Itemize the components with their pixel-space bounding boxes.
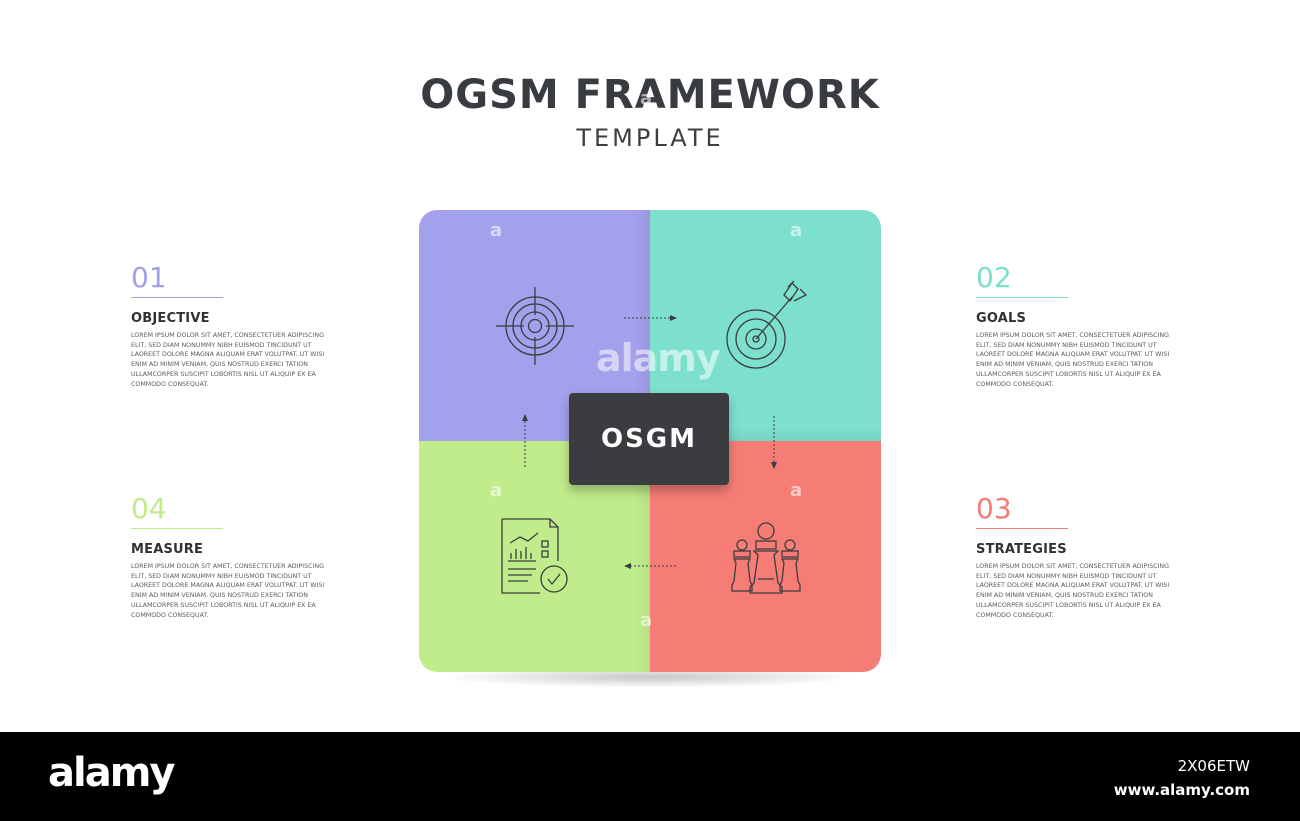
arrow-measure-to-objective [520,413,530,469]
watermark-mark: a [490,480,503,501]
center-label: OSGM [569,393,729,485]
chess-pieces-icon [728,519,804,595]
section-body: LOREM IPSUM DOLOR SIT AMET, CONSECTETUER… [976,563,1170,619]
section-rule [131,528,223,529]
section-number: 01 [131,261,167,294]
watermark-mark: a [640,88,653,109]
crosshair-icon [494,285,576,367]
section-number: 03 [976,492,1012,525]
watermark-text: alamy [596,336,721,380]
watermark-mark: a [790,480,803,501]
section-rule [976,297,1068,298]
watermark-mark: a [790,220,803,241]
section-rule [976,528,1068,529]
arrow-objective-to-goals [624,313,678,323]
section-number: 02 [976,261,1012,294]
measure-section: 04 MEASURE LOREM IPSUM DOLOR SIT AMET, C… [131,494,331,620]
arrow-goals-to-strategies [769,416,779,470]
watermark-mark: a [490,220,503,241]
section-rule [131,297,223,298]
section-body: LOREM IPSUM DOLOR SIT AMET, CONSECTETUER… [131,332,325,388]
footer-logo: alamy [48,750,175,796]
section-body: LOREM IPSUM DOLOR SIT AMET, CONSECTETUER… [976,332,1170,388]
footer-id: 2X06ETW www.alamy.com [1114,754,1250,802]
section-heading: GOALS [976,311,1027,326]
report-check-icon [498,515,572,595]
watermark-mark: a [640,610,653,631]
objective-section: 01 OBJECTIVE LOREM IPSUM DOLOR SIT AMET,… [131,263,331,389]
section-heading: MEASURE [131,542,204,557]
image-id: 2X06ETW [1177,757,1250,775]
section-heading: STRATEGIES [976,542,1067,557]
site-url: www.alamy.com [1113,781,1250,799]
page-subtitle: TEMPLATE [576,124,724,152]
section-body: LOREM IPSUM DOLOR SIT AMET, CONSECTETUER… [131,563,325,619]
footer-bar: alamy 2X06ETW www.alamy.com [0,732,1300,821]
section-number: 04 [131,492,167,525]
strategies-section: 03 STRATEGIES LOREM IPSUM DOLOR SIT AMET… [976,494,1176,620]
arrow-strategies-to-measure [623,561,677,571]
section-heading: OBJECTIVE [131,311,210,326]
goals-section: 02 GOALS LOREM IPSUM DOLOR SIT AMET, CON… [976,263,1176,389]
dart-target-icon [722,279,812,371]
page-title: OGSM FRAMEWORK [420,72,880,118]
